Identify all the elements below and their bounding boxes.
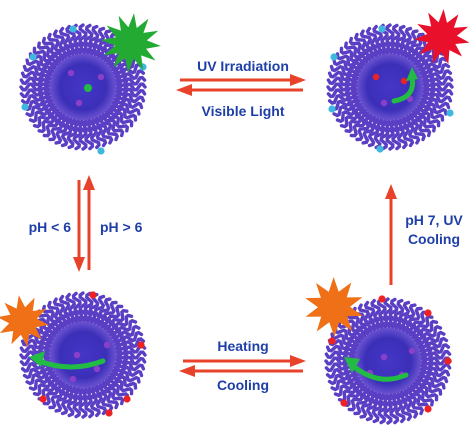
arrowhead-cooling-backward <box>179 365 195 377</box>
star-burst <box>305 277 363 337</box>
micelle-bottom-left <box>0 291 147 419</box>
curved-arrowhead <box>344 357 360 373</box>
shell-dot <box>137 341 145 349</box>
micelle-top-right <box>326 9 470 153</box>
core-dot <box>103 341 111 349</box>
label-right-cooling: Cooling <box>407 231 461 247</box>
curved-arrowhead <box>406 67 418 81</box>
corona-chains <box>324 297 452 425</box>
label-visible-light: Visible Light <box>201 103 285 119</box>
arrowhead-ph7-up <box>385 184 397 199</box>
shell-dot <box>340 399 348 407</box>
core-dot <box>69 375 77 383</box>
shell-dot <box>89 291 97 299</box>
arrowhead-visible-backward <box>176 84 192 96</box>
arrowhead-ph-up <box>83 175 95 190</box>
micelle-bottom-right <box>305 277 452 425</box>
label-uv-irradiation: UV Irradiation <box>197 58 289 74</box>
core-dot <box>67 69 75 77</box>
arrows-bottom <box>179 355 306 377</box>
core-dot <box>75 99 83 107</box>
shell-dot <box>328 337 336 345</box>
shell-dot <box>376 145 384 153</box>
core-dot <box>400 77 408 85</box>
label-ph7-uv: pH 7, UV <box>405 212 463 228</box>
core-dot <box>380 353 388 361</box>
shell-dot <box>446 109 454 117</box>
core-dot <box>84 84 92 92</box>
star-burst <box>414 9 470 65</box>
core-dot <box>97 73 105 81</box>
label-ph-lt-6: pH < 6 <box>28 219 71 235</box>
shell-dot <box>39 395 47 403</box>
shell-dot <box>69 25 77 33</box>
label-ph-gt-6: pH > 6 <box>100 219 143 235</box>
curved-arrow <box>349 362 409 382</box>
shell-dot <box>424 309 432 317</box>
shell-dot <box>328 105 336 113</box>
arrows-left <box>73 175 95 272</box>
micelle-core <box>50 54 116 120</box>
shell-dot <box>123 395 131 403</box>
arrowhead-heating-forward <box>290 355 306 367</box>
micelle-top-left <box>19 13 161 155</box>
shell-dot <box>330 53 338 61</box>
shell-dot <box>424 405 432 413</box>
micelle-core <box>357 54 423 120</box>
curved-arrow <box>36 358 106 370</box>
core-dot <box>380 99 388 107</box>
shell-dot <box>21 103 29 111</box>
micelle-core <box>355 328 421 394</box>
curved-arrow <box>391 74 416 104</box>
label-bottom-cooling: Cooling <box>216 377 270 393</box>
micelle-core <box>50 322 116 388</box>
shell-dot <box>29 53 37 61</box>
shell-dot <box>378 25 386 33</box>
shell-dot <box>444 357 452 365</box>
arrows-top <box>176 74 306 96</box>
arrowhead-ph-down <box>73 257 85 272</box>
curved-arrowhead <box>29 351 45 367</box>
star-burst <box>101 13 161 73</box>
shell-dot <box>378 295 386 303</box>
shell-dot <box>97 147 105 155</box>
arrowhead-uv-forward <box>290 74 306 86</box>
core-dot <box>73 351 81 359</box>
core-dot <box>372 73 380 81</box>
arrows-right <box>385 184 397 285</box>
core-dot <box>93 365 101 373</box>
star-burst <box>0 295 49 347</box>
label-heating: Heating <box>217 338 269 354</box>
shell-dot <box>105 409 113 417</box>
core-dot <box>408 347 416 355</box>
